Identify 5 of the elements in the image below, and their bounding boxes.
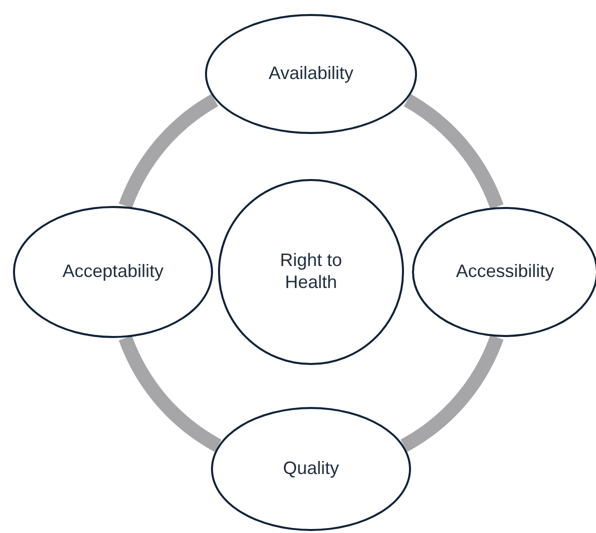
node-label: Acceptability — [61, 261, 165, 283]
node-label: Availability — [268, 63, 354, 85]
node-label: Right to Health — [278, 250, 344, 294]
node-label: Accessibility — [454, 261, 556, 283]
node-label: Quality — [282, 458, 340, 480]
